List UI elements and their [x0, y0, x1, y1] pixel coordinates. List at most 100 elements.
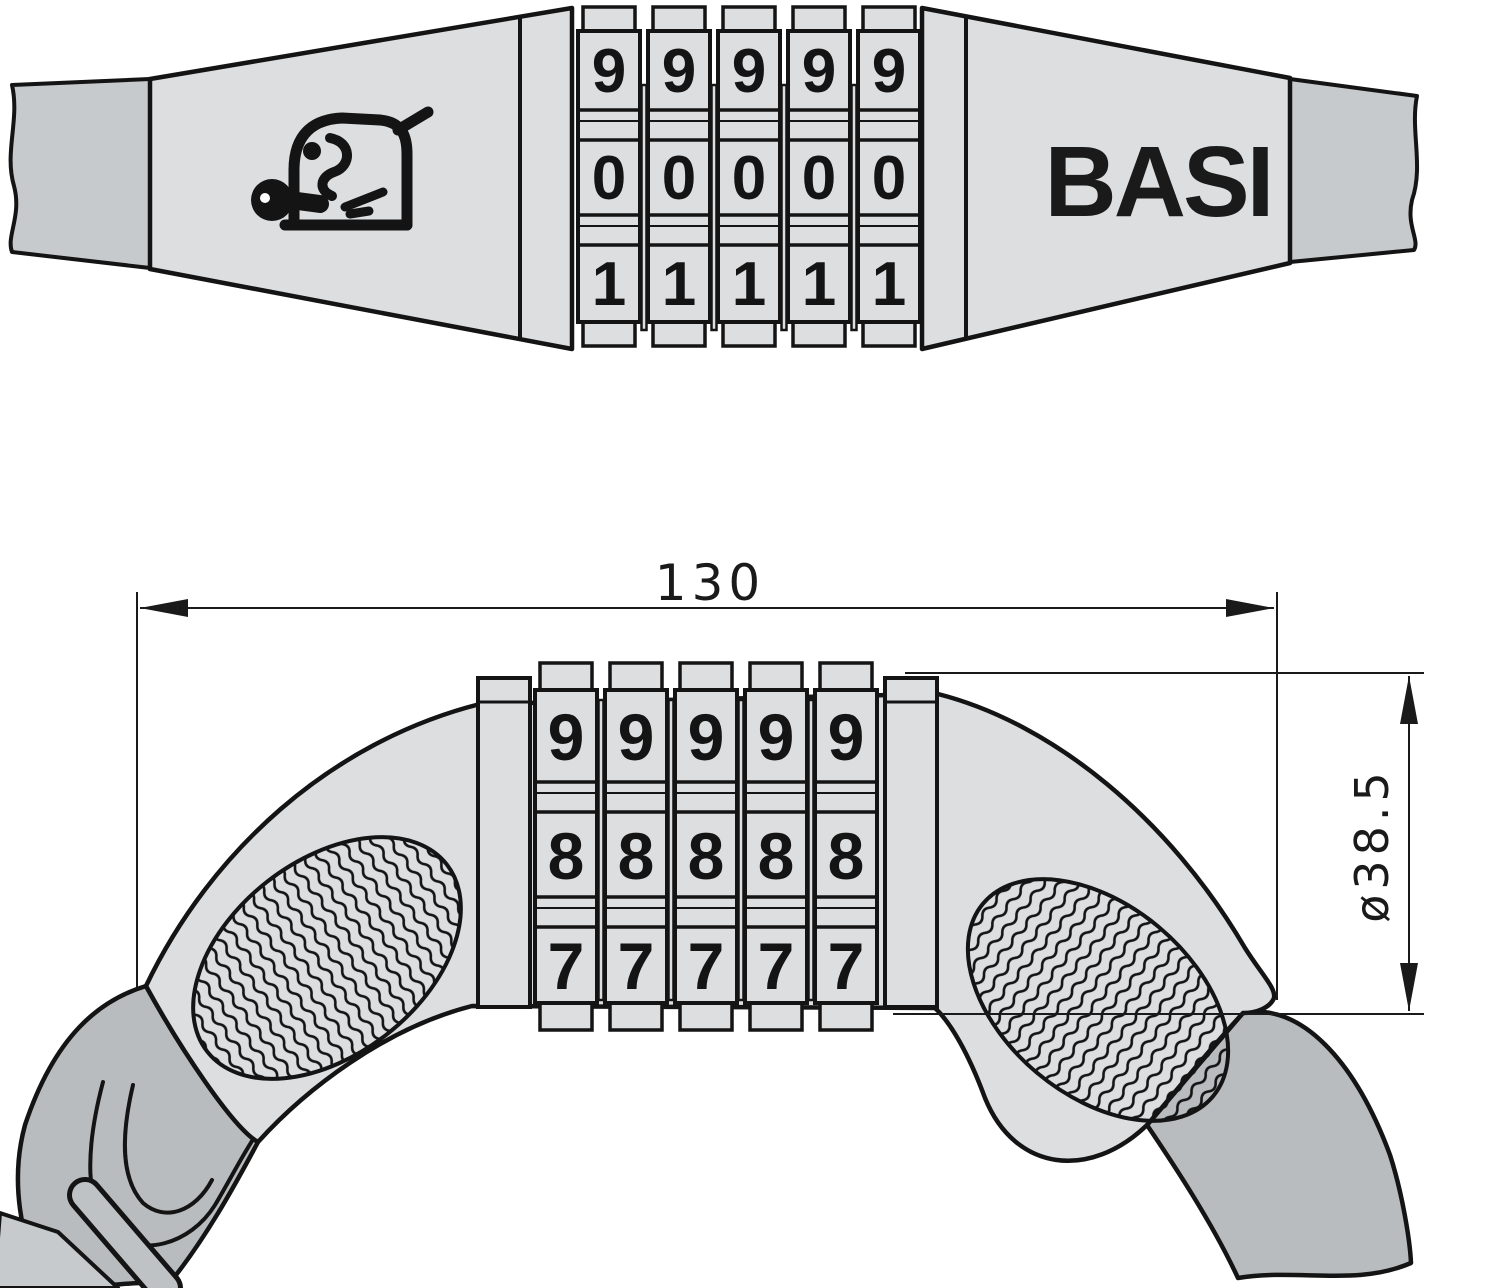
dial-spacer [807, 698, 815, 1002]
dial-digit: 7 [688, 929, 725, 1003]
cable-left [8, 77, 152, 270]
dial-digit: 8 [758, 819, 795, 893]
dial-digit: 9 [828, 700, 865, 774]
brand-label: BASI [1045, 126, 1272, 238]
dial-body [673, 688, 739, 1005]
dial-digit: 1 [732, 250, 766, 319]
dial-body [813, 688, 879, 1005]
dial-spacer [640, 83, 648, 332]
dial-tab [608, 1001, 664, 1032]
dial-tab [651, 320, 707, 348]
dial-tab [581, 5, 637, 33]
cable-stub [0, 1211, 120, 1288]
combination-dial: 9 0 1 [856, 5, 922, 348]
dial-tab [538, 1001, 594, 1032]
dial-body [603, 688, 669, 1005]
dial-digit: 1 [592, 250, 626, 319]
dial-digit: 0 [592, 144, 626, 213]
dial-digit: 9 [732, 37, 766, 106]
dial-digit: 0 [802, 144, 836, 213]
dial-tab [608, 661, 664, 692]
dial-end-cap-left [476, 676, 532, 1009]
cable-right [1288, 77, 1420, 264]
combination-dial: 987 [673, 661, 739, 1032]
dial-tab [861, 320, 917, 348]
dial-digit: 0 [732, 144, 766, 213]
figure-head [303, 142, 321, 160]
dial-tab [538, 661, 594, 692]
key-head [251, 179, 293, 221]
dial-tab [678, 661, 734, 692]
combination-dial: 9 8 7 [533, 661, 599, 1032]
dial-body [533, 688, 599, 1005]
dial-digit: 1 [872, 250, 906, 319]
dial-body [856, 29, 922, 324]
length-dimension-label: 130 [655, 554, 765, 612]
grip-texture-right [965, 877, 1231, 1123]
diameter-dimension-label: ø38.5 [1345, 767, 1399, 923]
dial-body [716, 29, 782, 324]
dial-digit: 9 [758, 700, 795, 774]
dial-tab [721, 5, 777, 33]
lock-body-left [147, 5, 575, 352]
dial-tab [748, 1001, 804, 1032]
dial-tab [791, 5, 847, 33]
dial-body [646, 29, 712, 324]
dial-digit: 7 [758, 929, 795, 1003]
arrowhead-up [1400, 676, 1418, 724]
dial-digit: 9 [548, 700, 585, 774]
dial-tab [721, 320, 777, 348]
combination-dial: 9 0 1 [576, 5, 642, 348]
dial-spacer [667, 698, 675, 1002]
dial-tab [818, 1001, 874, 1032]
dial-tab [748, 661, 804, 692]
arrowhead-down [1400, 963, 1418, 1011]
dial-digit: 9 [688, 700, 725, 774]
dial-spacer [597, 698, 605, 1002]
dial-digit: 8 [618, 819, 655, 893]
dial-body [576, 29, 642, 324]
dial-tab [861, 5, 917, 33]
dial-tab [791, 320, 847, 348]
dial-digit: 0 [872, 144, 906, 213]
combination-dial: 9 0 1 [786, 5, 852, 348]
arrowhead-left [140, 599, 188, 617]
dial-digit: 9 [872, 37, 906, 106]
dial-digit: 0 [662, 144, 696, 213]
diameter-dimension: ø38.5 [893, 672, 1424, 1015]
dial-digit: 9 [662, 37, 696, 106]
dial-tab [581, 320, 637, 348]
lock-key-pictogram [251, 106, 434, 231]
dial-end-cap-right [883, 676, 939, 1009]
dial-digit: 9 [802, 37, 836, 106]
combination-dial: 987 [603, 661, 669, 1032]
dial-digit: 1 [662, 250, 696, 319]
dial-spacer [710, 83, 718, 332]
dial-digit: 9 [618, 700, 655, 774]
combination-dial: 9 0 1 [646, 5, 712, 348]
length-dimension: 130 [136, 554, 1278, 1000]
dial-tab [818, 661, 874, 692]
dial-digit: 1 [802, 250, 836, 319]
arrowhead-right [1226, 599, 1274, 617]
dial-tab [678, 1001, 734, 1032]
dial-spacer [780, 83, 788, 332]
dial-body [743, 688, 809, 1005]
cable-loop [72, 1182, 178, 1288]
combination-dial: 9 0 1 [716, 5, 782, 348]
combination-dial: 9 8 7 [743, 661, 809, 1032]
sleeve-ridge [122, 1083, 214, 1215]
dial-digit: 9 [592, 37, 626, 106]
dial-body [786, 29, 852, 324]
dial-digit: 7 [548, 929, 585, 1003]
dial-tab [651, 5, 707, 33]
combination-dial: 987 [813, 661, 879, 1032]
dial-digit: 8 [548, 819, 585, 893]
dial-digit: 7 [828, 929, 865, 1003]
grip-texture-left [191, 835, 463, 1081]
